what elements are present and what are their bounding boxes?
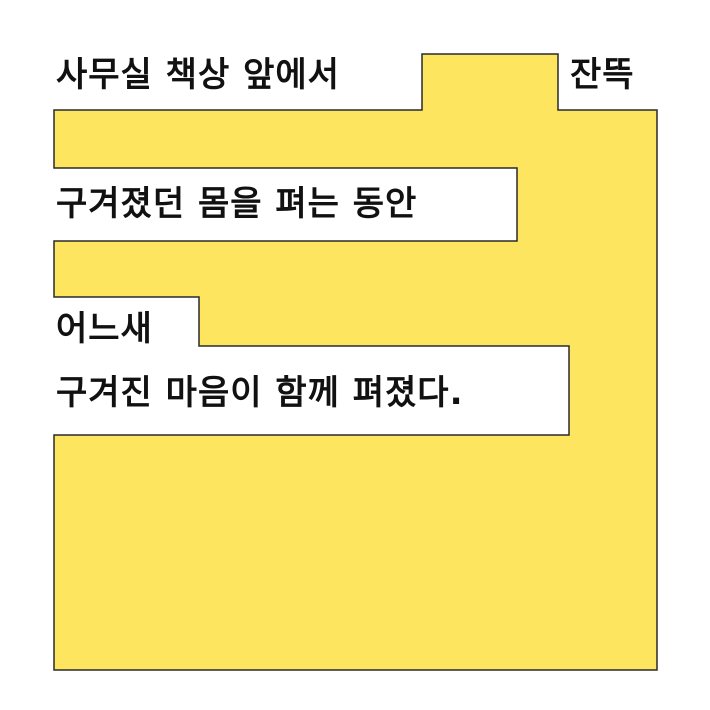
line-4: 어느새 <box>56 309 153 349</box>
line-2: 잔뜩 <box>570 55 635 95</box>
line-3: 구겨졌던 몸을 펴는 동안 <box>56 184 418 224</box>
line-1: 사무실 책상 앞에서 <box>56 55 340 95</box>
line-5: 구겨진 마음이 함께 펴졌다. <box>56 373 464 413</box>
